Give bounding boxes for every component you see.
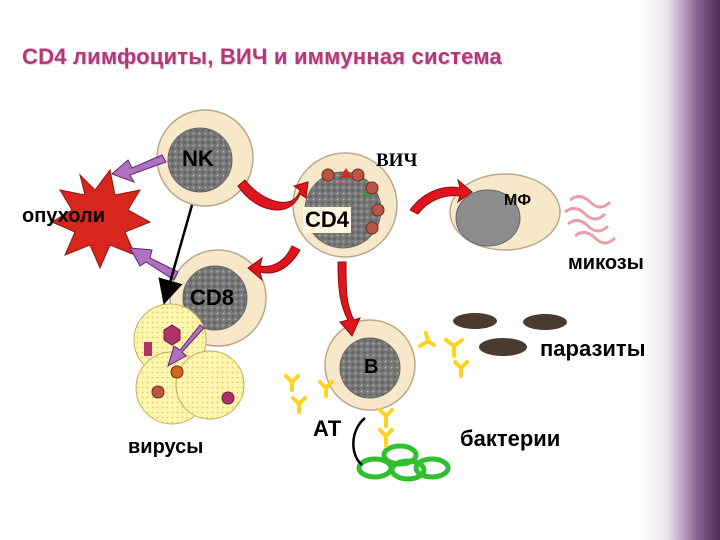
label-cd8: CD8: [190, 285, 235, 310]
label-at: АТ: [313, 416, 342, 441]
arrow-cd4-to-cd8: [247, 245, 301, 282]
purple-arrows: [111, 154, 205, 368]
decorative-side-bar: [640, 0, 720, 540]
parasites-icon: [453, 313, 567, 356]
label-tumors: опухоли: [22, 205, 106, 227]
antibodies-icon: [284, 331, 469, 448]
arrow-cd8-to-infected: [167, 324, 205, 368]
label-bacteria: бактерии: [460, 426, 561, 451]
red-arrows: [237, 178, 473, 337]
label-viruses: вирусы: [128, 436, 204, 458]
nk-cell: [156, 109, 254, 207]
b-cell: [324, 319, 416, 411]
label-mf: МФ: [504, 192, 531, 209]
arrow-cd4-to-mf: [409, 178, 473, 215]
label-cd4: CD4: [303, 207, 352, 233]
infected-cells: [133, 303, 245, 425]
decorative-divider: [635, 0, 638, 540]
bacteria-icon: [356, 443, 451, 482]
hiv-particles: [321, 168, 385, 235]
label-b: B: [364, 356, 379, 378]
macrophage-cell: [449, 173, 561, 251]
label-parasites: паразиты: [540, 336, 646, 361]
tumor-icon: [50, 168, 152, 270]
arrow-nk-to-cd4: [237, 179, 309, 211]
at-bracket: [352, 417, 366, 466]
label-mycoses: микозы: [568, 252, 644, 274]
arrow-cd4-to-b: [337, 261, 361, 337]
receptor-red: [340, 168, 352, 178]
label-hiv: ВИЧ: [376, 150, 418, 171]
arrow-nk-to-tumor: [111, 154, 167, 183]
arrow-nk-to-infected: [158, 204, 194, 305]
label-nk: NK: [182, 146, 214, 171]
fungi-icon: [564, 195, 617, 245]
slide-title: CD4 лимфоциты, ВИЧ и иммунная система: [22, 44, 502, 69]
arrow-cd8-to-tumor: [129, 247, 179, 281]
